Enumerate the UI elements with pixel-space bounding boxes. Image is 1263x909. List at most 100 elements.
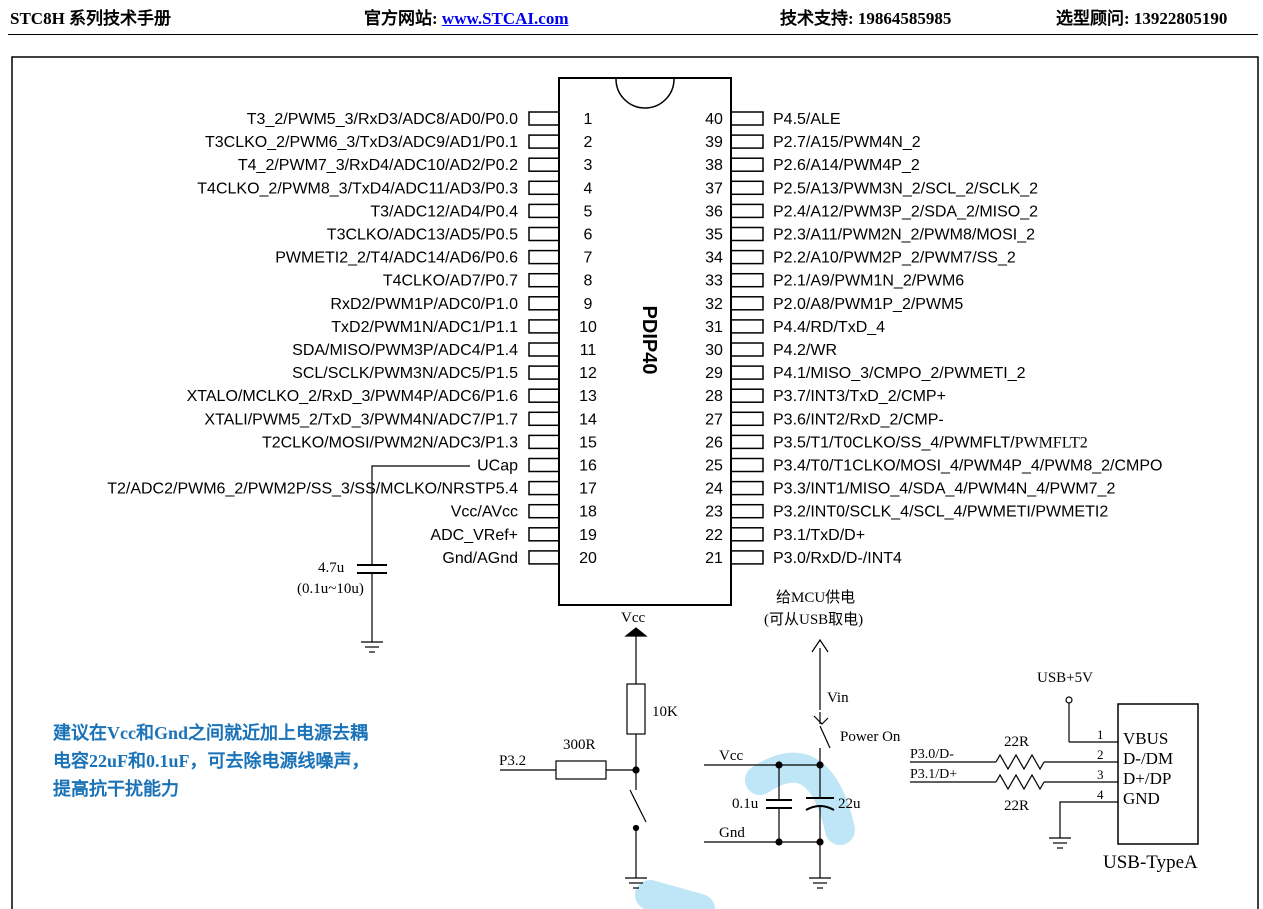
pin-label-suffix: PWMFLT2 — [1015, 434, 1088, 451]
pin-label: T2CLKO/MOSI/PWM2N/ADC3/P1.3 — [262, 434, 518, 451]
ucap-capacitor — [357, 465, 470, 653]
reset-circuit — [500, 627, 648, 889]
pin-label: P3.0/RxD/D-/INT4 — [773, 550, 902, 567]
pin-5: 5 T3/ADC12/AD4/P0.4 — [370, 203, 592, 220]
pin-label: T3/ADC12/AD4/P0.4 — [370, 203, 518, 220]
chip-body: PDIP40 — [558, 77, 732, 606]
pin-pad — [528, 203, 560, 219]
pin-label: P2.0/A8/PWM1P_2/PWM5 — [773, 296, 963, 313]
pin-pad — [528, 365, 560, 380]
pin-label: Gnd/AGnd — [442, 550, 518, 567]
supply-note-2: (可从USB取电) — [764, 611, 863, 628]
pin-number: 28 — [705, 388, 723, 405]
pin-label-main: P3.4/T0/T1CLKO/MOSI_4/PWM4P_4/PWM8_2/CMP… — [773, 458, 1162, 475]
usb-res-bottom: 22R — [1004, 798, 1029, 814]
pin-number: 18 — [579, 504, 597, 521]
pin-number: 22 — [705, 527, 723, 544]
pin-pad — [528, 411, 560, 427]
usb-pin-3: 3 D+/DP — [1097, 767, 1171, 788]
pin-number: 30 — [705, 342, 723, 359]
pin-label: P2.7/A15/PWM4N_2 — [773, 134, 921, 151]
pin-number: 31 — [705, 319, 723, 336]
pin-label: T4_2/PWM7_3/RxD4/ADC10/AD2/P0.2 — [238, 157, 518, 174]
pin-label: T3_2/PWM5_3/RxD3/ADC8/AD0/P0.0 — [247, 111, 518, 128]
supply-note-1: 给MCU供电 — [776, 589, 855, 606]
pin-pad — [730, 342, 764, 357]
usb-circuit — [910, 696, 1199, 849]
pin-label: P2.1/A9/PWM1N_2/PWM6 — [773, 273, 964, 290]
pin-pad — [528, 480, 560, 496]
usb-pin-label: D+/DP — [1123, 769, 1171, 788]
usb-pin-label: D-/DM — [1123, 749, 1173, 768]
pin-label: P2.4/A12/PWM3P_2/SDA_2/MISO_2 — [773, 203, 1038, 220]
pin-label: ADC_VRef+ — [430, 527, 518, 544]
pin-label-main: P2.2/A10/PWM2P_2/PWM7/SS_2 — [773, 250, 1016, 267]
pin-label: P2.2/A10/PWM2P_2/PWM7/SS_2 — [773, 250, 1016, 267]
pin-22: 22 P3.1/TxD/D+ — [705, 527, 865, 544]
usb-pin-label: VBUS — [1123, 729, 1168, 748]
pin-pad — [528, 134, 560, 149]
advice-line-1: 建议在Vcc和Gnd之间就近加上电源去耦 — [53, 723, 368, 743]
pin-number: 34 — [705, 250, 723, 267]
website-link[interactable]: www.STCAI.com — [441, 9, 569, 28]
pin-pad — [528, 111, 560, 126]
pin-number: 13 — [579, 388, 597, 405]
pin-label-main: P2.7/A15/PWM4N_2 — [773, 134, 921, 151]
advice-line-3: 提高抗干扰能力 — [53, 779, 179, 799]
pin-30: 30 P4.2/WR — [705, 342, 837, 359]
header-rule — [8, 34, 1258, 35]
pin-number: 12 — [579, 365, 597, 382]
pin-number: 39 — [705, 134, 723, 151]
pin-1: 1T3_2/PWM5_3/RxD3/ADC8/AD0/P0.0 — [247, 111, 593, 128]
pin-label: P3.1/TxD/D+ — [773, 527, 865, 544]
pin-2: 2 T3CLKO_2/PWM6_3/TxD3/ADC9/AD1/P0.1 — [205, 134, 593, 151]
pin-number: 4 — [584, 180, 593, 197]
pin-label: T3CLKO/ADC13/AD5/P0.5 — [327, 227, 518, 244]
pin-label: P3.5/T1/T0CLKO/SS_4/PWMFLT/PWMFLT2 — [773, 434, 1088, 451]
pin-pad — [730, 111, 764, 126]
pin-3: 3T4_2/PWM7_3/RxD4/ADC10/AD2/P0.2 — [238, 157, 593, 174]
pin-pad — [730, 550, 764, 565]
large-cap-value: 22u — [838, 796, 861, 812]
pin-number: 2 — [584, 134, 593, 151]
pin-label: T3CLKO_2/PWM6_3/TxD3/ADC9/AD1/P0.1 — [205, 134, 518, 151]
pin-label-main: P3.0/RxD/D-/INT4 — [773, 550, 902, 567]
pin-number: 40 — [705, 111, 723, 128]
pin-label-main: P4.2/WR — [773, 342, 837, 359]
pin-number: 16 — [579, 458, 597, 475]
pin-label-main: P4.5/ALE — [773, 111, 841, 128]
pin-pad — [730, 388, 764, 403]
pullup-resistor-value: 10K — [652, 704, 678, 720]
usb-pin-number: 2 — [1097, 747, 1104, 762]
power-vcc-label: Vcc — [719, 748, 743, 764]
pin-pad — [730, 527, 764, 542]
usb-pin-number: 3 — [1097, 767, 1104, 782]
pin-number: 19 — [579, 527, 597, 544]
pin-40: 40 P4.5/ALE — [705, 111, 841, 128]
pin-label-main: P2.4/A12/PWM3P_2/SDA_2/MISO_2 — [773, 203, 1038, 220]
pin-label: P2.6/A14/PWM4P_2 — [773, 157, 920, 174]
pin-number: 5 — [584, 203, 593, 220]
usb-dp-net: P3.1/D+ — [910, 767, 957, 782]
pin-pad — [528, 503, 560, 519]
pin-pad — [730, 180, 764, 196]
pin-label: UCap — [477, 458, 518, 475]
consultant-phone: 选型顾问: 13922805190 — [1056, 9, 1228, 28]
reset-vcc-label: Vcc — [621, 610, 645, 626]
